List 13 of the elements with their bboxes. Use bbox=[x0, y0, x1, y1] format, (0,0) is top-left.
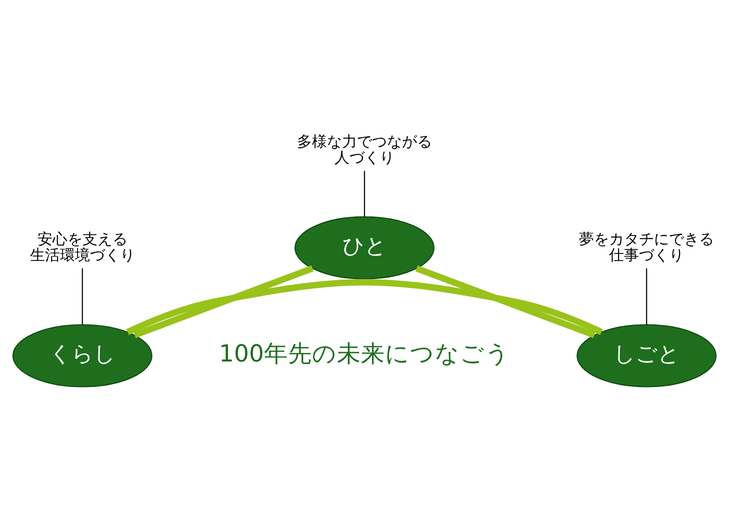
connector bbox=[364, 170, 366, 216]
label: 100年先の未来につなごう bbox=[219, 339, 510, 368]
node-ellipse: くらし bbox=[12, 324, 152, 387]
connector bbox=[415, 264, 596, 338]
node-text: 安心を支える 生活環境づくり bbox=[30, 229, 135, 264]
connector bbox=[126, 278, 603, 334]
connector bbox=[134, 264, 314, 338]
connector bbox=[82, 268, 83, 324]
node-ellipse: しごと bbox=[576, 324, 717, 387]
node-text: 多様な力でつながる 人づくり bbox=[296, 132, 432, 166]
connector bbox=[646, 268, 648, 324]
node-text: 夢をカタチにできる 仕事づくり bbox=[579, 229, 714, 264]
node-ellipse: ひと bbox=[294, 216, 434, 279]
